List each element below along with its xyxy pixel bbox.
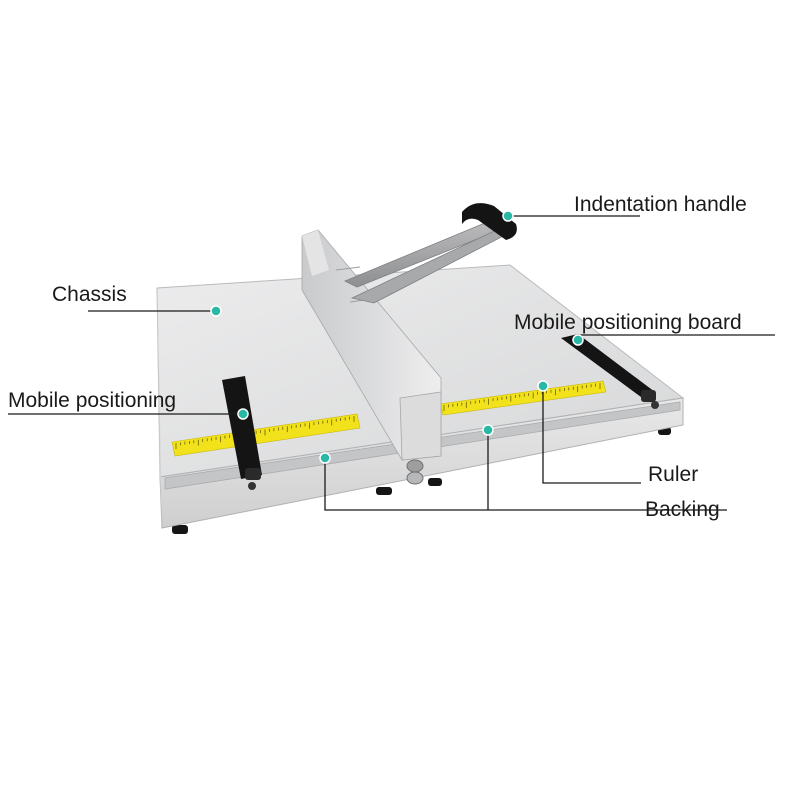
dot-mobile-positioning-board [572,334,584,346]
dot-chassis [210,305,222,317]
leader-backing [324,458,727,511]
label-indentation-handle: Indentation handle [574,193,747,216]
dot-backing-right [482,424,494,436]
dot-indentation-handle [502,210,514,222]
dot-mobile-positioning [237,408,249,420]
callout-dots [210,210,584,464]
label-chassis: Chassis [52,283,127,306]
callout-lines [8,215,775,511]
label-mobile-positioning: Mobile positioning [8,389,176,412]
ruler [171,380,607,457]
leader-ruler [542,386,641,484]
mobile-positioning-block [222,376,262,490]
chassis-left-edge [157,288,162,528]
dot-backing-left [319,452,331,464]
dot-ruler [537,380,549,392]
indentation-bar [301,229,442,461]
mobile-positioning-board-bar [561,334,659,409]
label-ruler: Ruler [648,463,698,486]
label-backing: Backing [645,498,720,521]
indentation-handle [344,203,517,304]
adjustment-knob [406,459,424,485]
label-mobile-positioning-board: Mobile positioning board [514,311,742,334]
